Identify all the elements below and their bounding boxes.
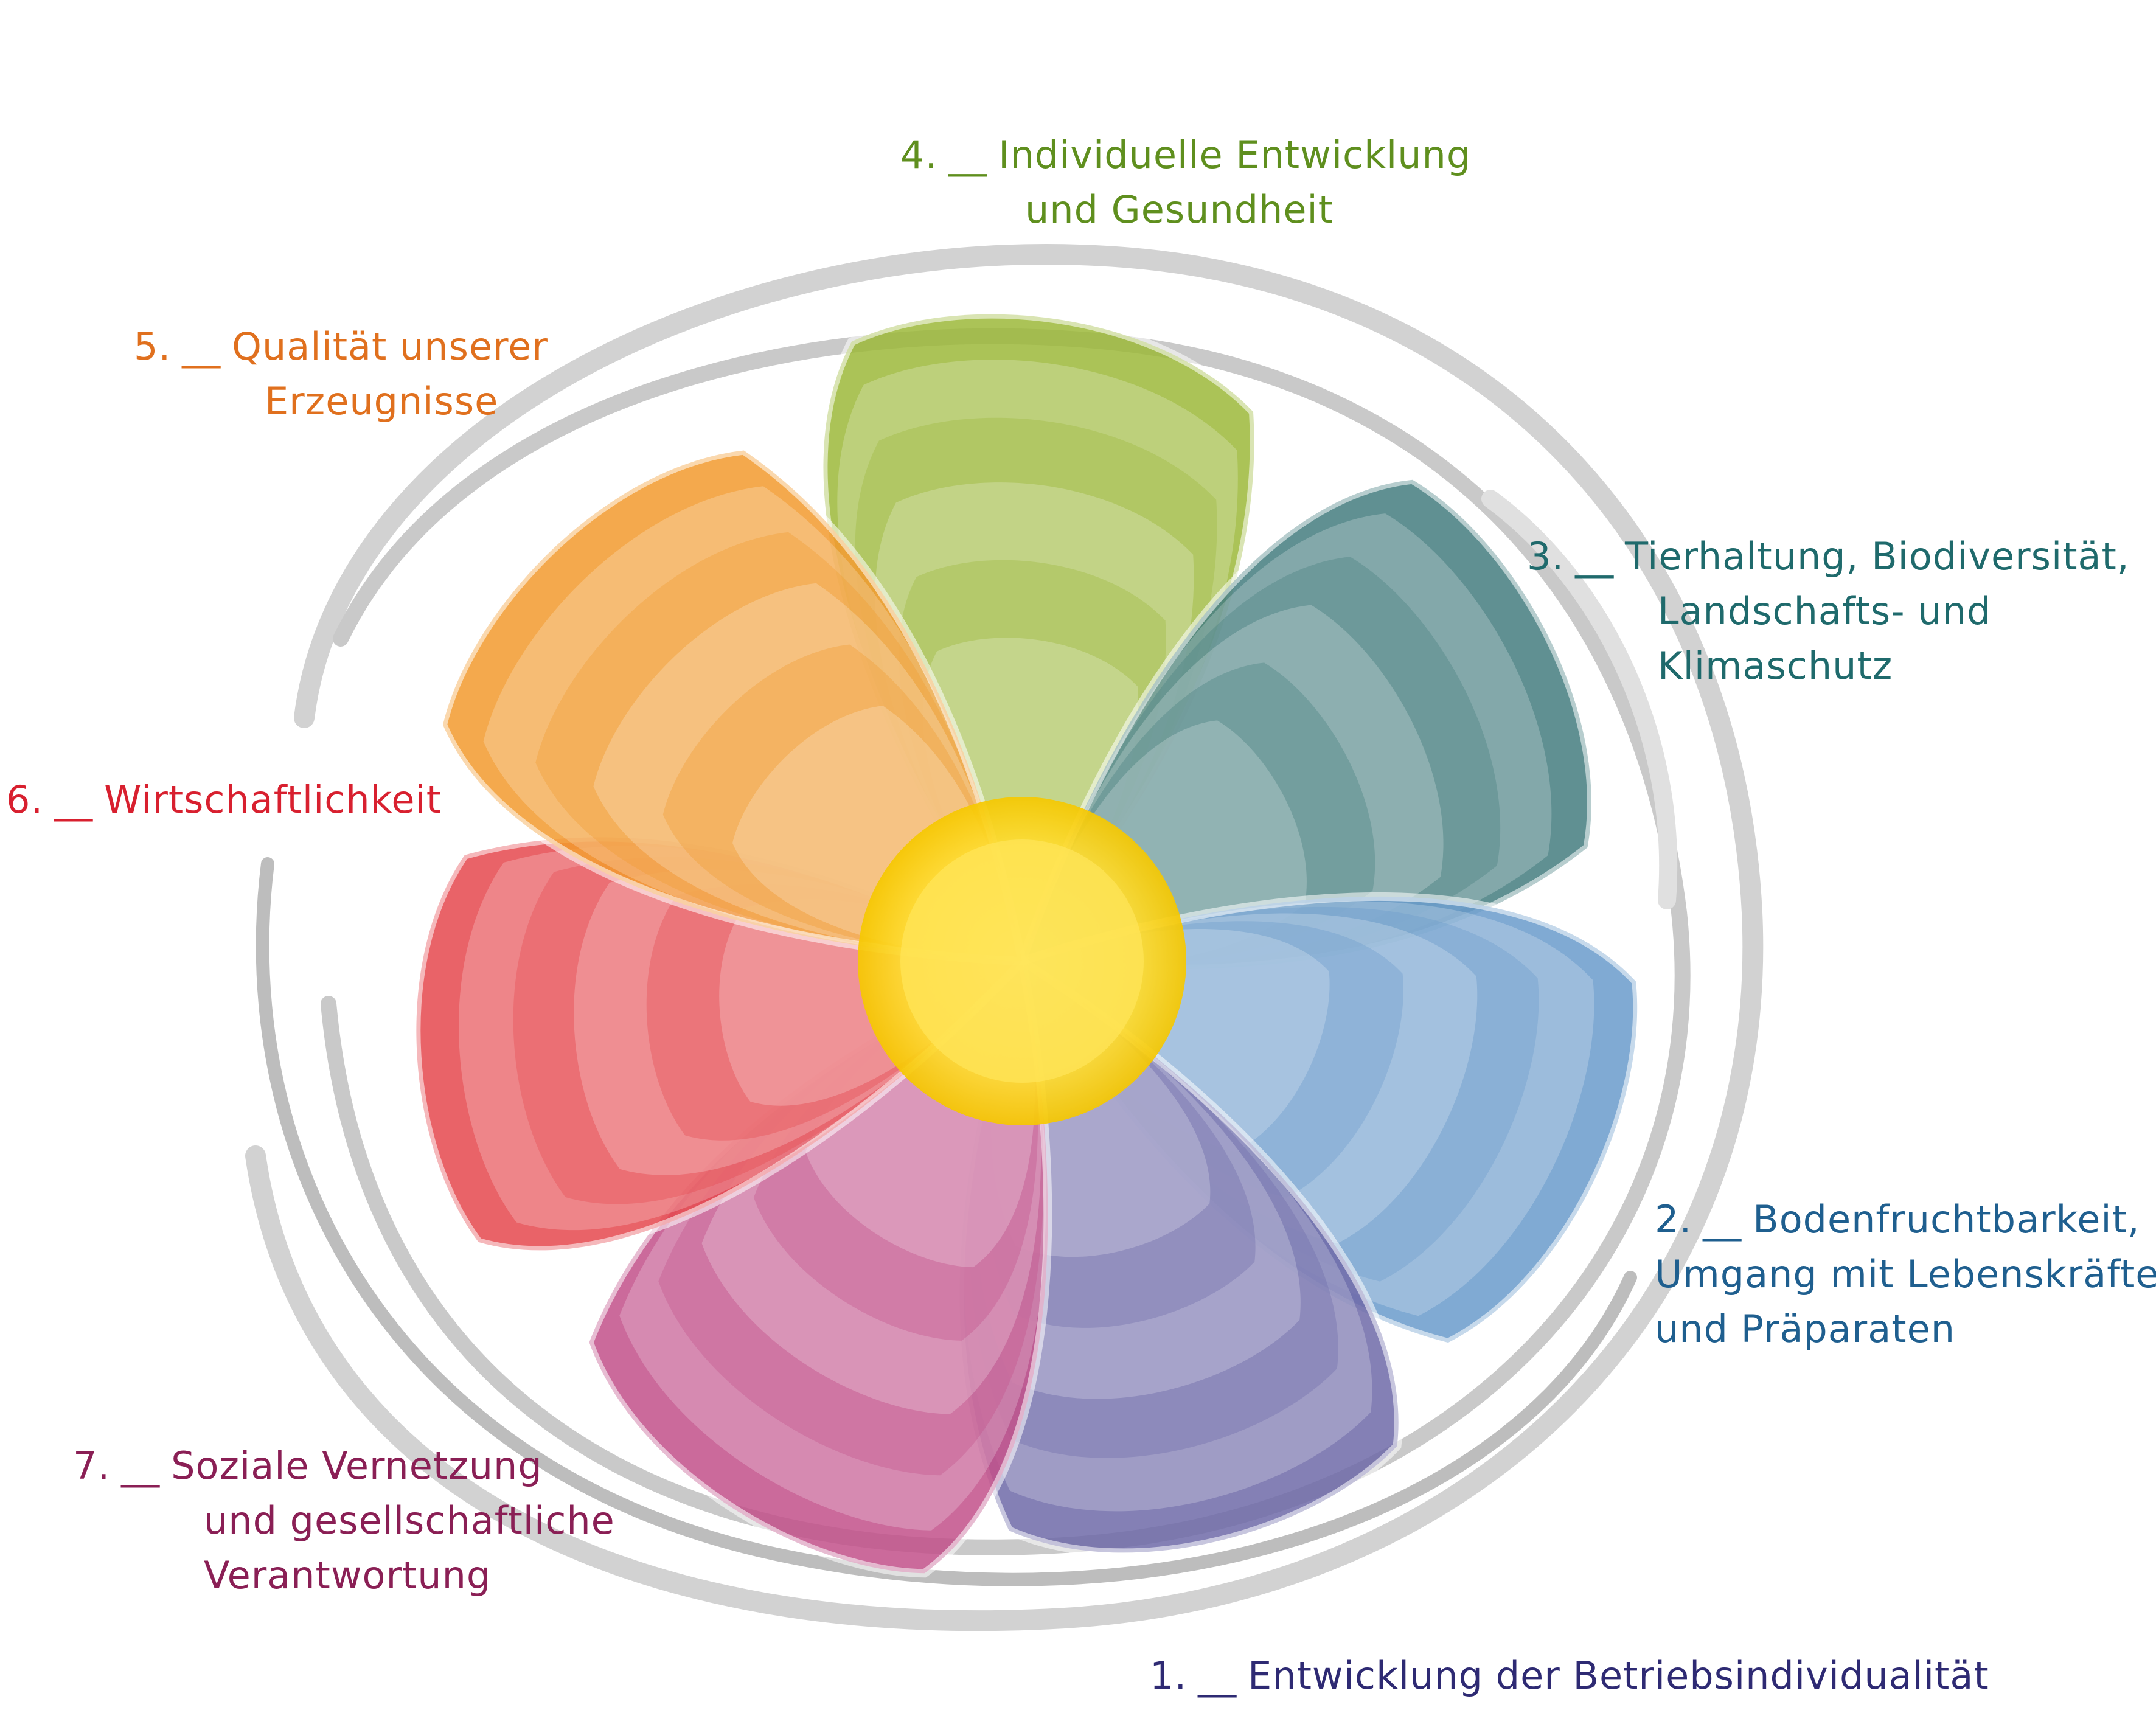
label-segment-7: 7.__Soziale Vernetzung und gesellschaftl… — [73, 1439, 615, 1603]
label-number: 1. — [1150, 1653, 1188, 1698]
label-segment-5: 5.__Qualität unserer Erzeugnisse — [134, 319, 548, 429]
label-dash: __ — [182, 324, 221, 369]
petal-edge — [438, 446, 1028, 966]
label-line: und Präparaten — [1655, 1307, 1956, 1351]
label-dash: __ — [948, 133, 988, 177]
ring-outer — [245, 244, 1764, 1631]
label-number: 5. — [134, 324, 172, 369]
petal-p1 — [955, 954, 1403, 1557]
label-segment-4: 4.__Individuelle Entwicklung und Gesundh… — [900, 128, 1471, 237]
label-dash: __ — [121, 1444, 161, 1488]
label-dash: __ — [54, 777, 94, 822]
label-dash: __ — [1703, 1197, 1742, 1242]
label-dash: __ — [1198, 1653, 1237, 1698]
label-line: Umgang mit Lebenskräften — [1655, 1252, 2156, 1296]
label-line: Wirtschaftlichkeit — [104, 777, 442, 822]
label-segment-1: 1.__Entwicklung der Betriebsindividualit… — [1150, 1649, 1989, 1703]
label-number: 2. — [1655, 1197, 1692, 1242]
label-line: Individuelle Entwicklung — [998, 133, 1472, 177]
flower-center-glow — [900, 839, 1144, 1083]
label-line: Tierhaltung, Biodiversität, — [1625, 534, 2130, 579]
petal-band — [1022, 513, 1552, 969]
label-line: Verantwortung — [204, 1553, 492, 1597]
label-number: 7. — [73, 1444, 111, 1488]
ring-inner — [256, 857, 1637, 1586]
petals — [412, 310, 1642, 1578]
label-line: Erzeugnisse — [265, 379, 499, 423]
label-number: 4. — [900, 133, 938, 177]
label-segment-3: 3.__Tierhaltung, Biodiversität, Landscha… — [1527, 529, 2130, 693]
label-line: Landschafts- und — [1658, 589, 1992, 633]
label-segment-2: 2.__Bodenfruchtbarkeit, Umgang mit Leben… — [1655, 1192, 2156, 1357]
label-number: 6. — [6, 777, 44, 822]
petal-band — [1022, 479, 1591, 970]
label-line: und gesellschaftliche — [204, 1498, 615, 1543]
label-line: Qualität unserer — [232, 324, 548, 369]
label-number: 3. — [1527, 534, 1565, 579]
petal-band — [483, 486, 1022, 961]
label-dash: __ — [1575, 534, 1615, 579]
label-line: und Gesundheit — [1025, 187, 1334, 232]
label-line: Bodenfruchtbarkeit, — [1753, 1197, 2140, 1242]
label-line: Entwicklung der Betriebsindividualität — [1248, 1653, 1989, 1698]
petal-band — [589, 961, 1048, 1574]
petal-band — [619, 961, 1046, 1531]
petal-band — [442, 450, 1022, 961]
label-line: Klimaschutz — [1658, 644, 1893, 688]
ring-accent-right — [1481, 490, 1678, 909]
label-segment-6: 6.__Wirtschaftlichkeit — [6, 773, 442, 827]
label-line: Soziale Vernetzung — [171, 1444, 543, 1488]
